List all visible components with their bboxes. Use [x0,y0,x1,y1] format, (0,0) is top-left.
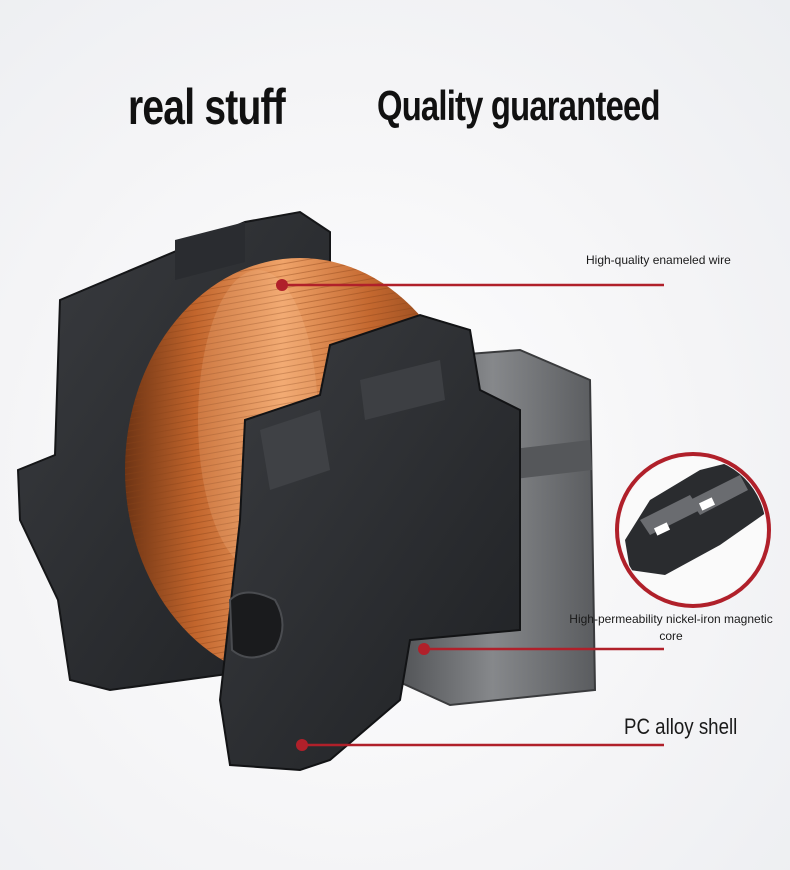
core-label-line2: core [659,629,683,643]
core-callout-dot [418,643,430,655]
shell-callout-dot [296,739,308,751]
wire-label: High-quality enameled wire [586,253,731,267]
core-inset-circle [615,452,771,608]
core-label: High-permeability nickel-iron magnetic c… [566,611,776,645]
core-label-line1: High-permeability nickel-iron magnetic [569,612,773,626]
callout-lines [276,279,664,751]
shell-label: PC alloy shell [624,714,738,739]
headline-right: Quality guaranteed [377,82,660,129]
headline-left: real stuff [128,79,286,135]
wire-callout-dot [276,279,288,291]
front-bracket [218,313,521,772]
